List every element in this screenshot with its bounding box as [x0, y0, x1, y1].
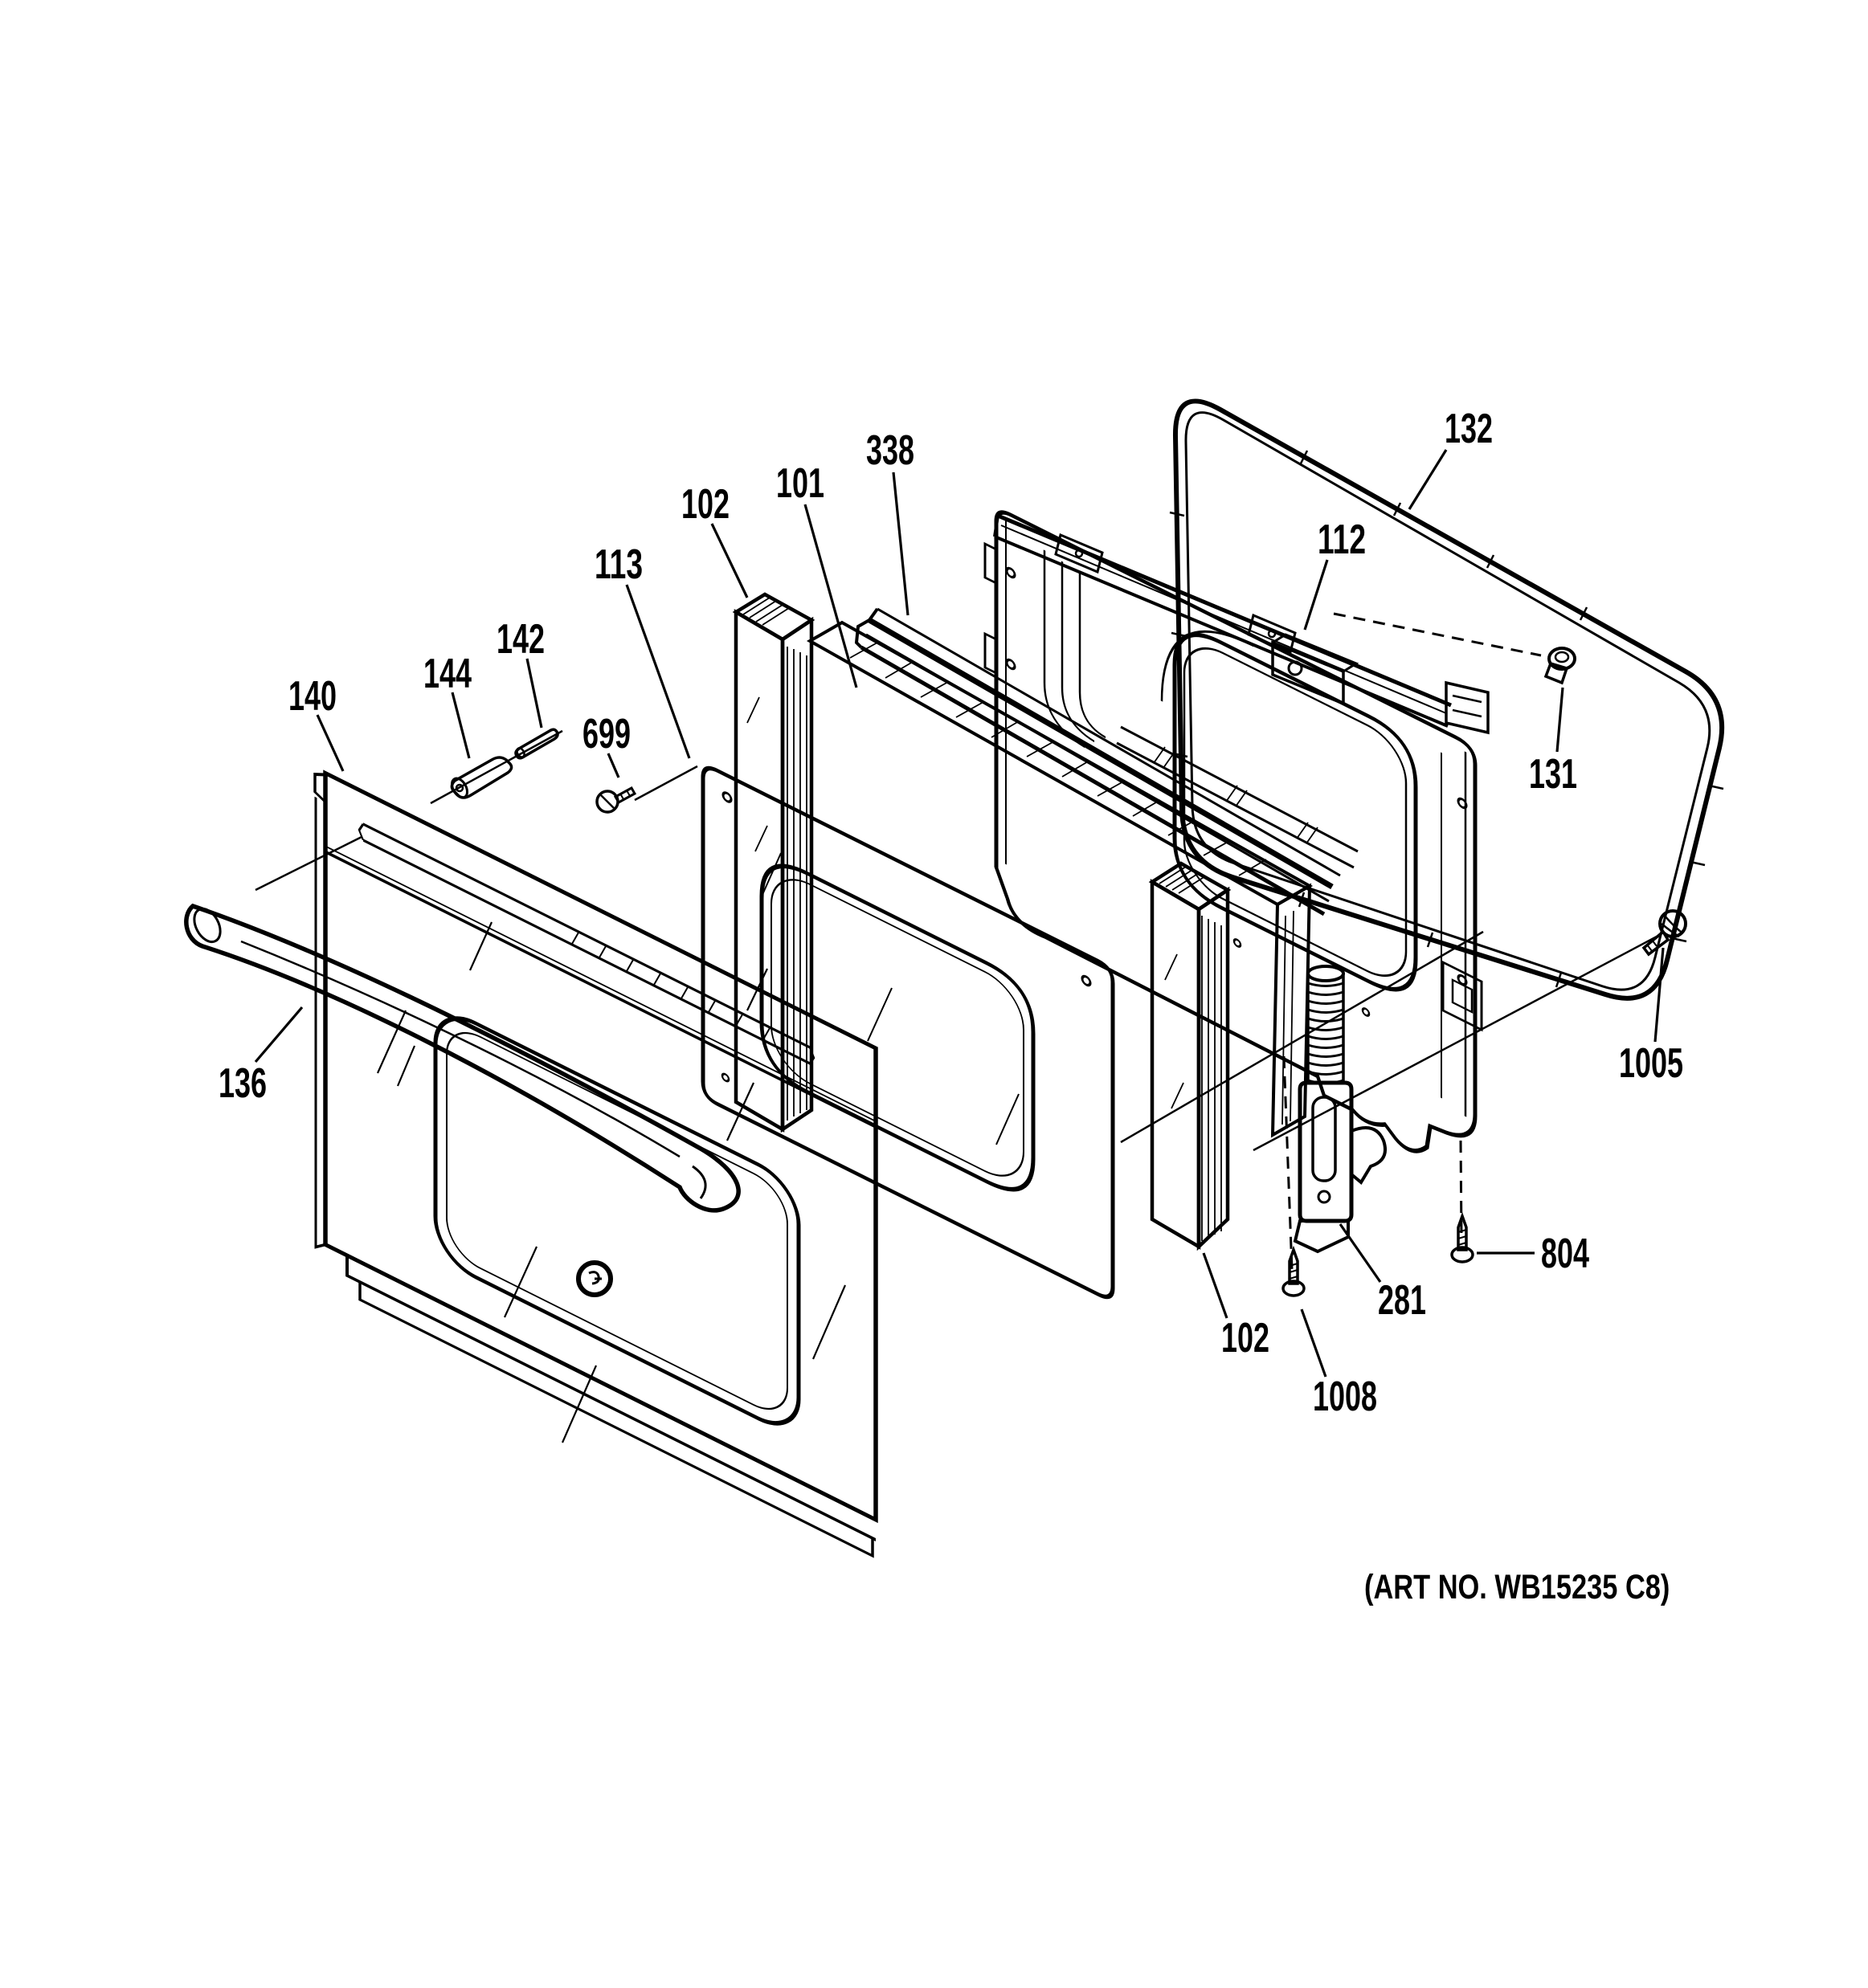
inner-glass-101: [806, 620, 1314, 1138]
callout-label-113-5: 113: [595, 541, 643, 588]
screw-804: [1450, 1140, 1474, 1263]
callout-leader-142-6: [525, 658, 543, 729]
callout-label-101-3: 101: [776, 460, 824, 507]
callout-leader-102-4: [710, 523, 749, 598]
screw-699: [595, 765, 698, 814]
callout-leader-1005-12: [1653, 947, 1665, 1043]
panel-113-shine: [761, 852, 1020, 1145]
door-glass-panel-113: [701, 765, 1115, 1300]
outer-door-140: [313, 769, 878, 1558]
door-glass-shine: [376, 921, 847, 1443]
callout-label-132-0: 132: [1445, 406, 1493, 452]
callout-label-1005-12: 1005: [1619, 1040, 1683, 1087]
callout-leader-113-5: [625, 584, 691, 759]
hinge-281: [1293, 965, 1387, 1254]
callout-label-1008-16: 1008: [1313, 1374, 1377, 1420]
liner-hinge-pocket: [1441, 960, 1483, 1032]
callout-leader-112-1: [1303, 559, 1329, 631]
callout-leader-102-15: [1202, 1252, 1228, 1319]
door-window-outline: [433, 1016, 801, 1426]
callout-leader-101-3: [803, 504, 858, 688]
callout-label-281-14: 281: [1378, 1277, 1426, 1324]
trim-slot: [358, 823, 815, 1065]
ge-logo: [576, 1260, 613, 1297]
callout-leader-140-8: [316, 714, 345, 772]
foam-block-102-right: [1148, 861, 1232, 1251]
seal-strip-338: [854, 607, 1341, 916]
callout-label-136-10: 136: [219, 1060, 267, 1107]
callout-leader-699-9: [607, 753, 620, 778]
liner-window-inner-line: [1183, 647, 1408, 978]
callout-label-102-4: 102: [681, 481, 730, 528]
callout-label-112-1: 112: [1318, 516, 1366, 563]
callout-layer: 132 112 338 101 102 113 142 144 140 699 136 131 1005…: [219, 406, 1683, 1420]
callout-leader-338-2: [892, 471, 909, 616]
hinge-foot: [1293, 1219, 1350, 1254]
liner-lower-flange: [1116, 725, 1359, 869]
callout-leader-144-7: [451, 692, 471, 759]
callout-leader-132-0: [1408, 449, 1448, 510]
callout-label-131-11: 131: [1529, 751, 1577, 798]
callout-label-804-13: 804: [1541, 1231, 1589, 1277]
callout-label-140-8: 140: [288, 673, 337, 720]
callout-label-142-6: 142: [497, 616, 545, 663]
roller-144: [450, 756, 513, 799]
art-number: (ART NO. WB15235 C8): [1364, 1568, 1670, 1606]
callout-label-102-15: 102: [1221, 1315, 1269, 1361]
callout-leader-281-14: [1339, 1223, 1382, 1283]
door-handle-136: [184, 903, 741, 1213]
hinge-assembly-line: [1120, 930, 1484, 1144]
callout-label-338-2: 338: [866, 427, 914, 474]
screw-1005: [1253, 909, 1687, 1152]
handle-mount-line: [255, 835, 362, 892]
screw-1008: [1281, 1055, 1306, 1297]
pin-142: [514, 728, 559, 760]
callout-label-699-9: 699: [582, 711, 631, 757]
hinge-spring: [1306, 965, 1345, 1084]
callout-leader-136-10: [254, 1006, 304, 1063]
liner-top-rail: [993, 513, 1490, 735]
roller-axis-line: [430, 729, 563, 805]
callout-label-144-7: 144: [423, 651, 472, 697]
hinge-latch: [1350, 1126, 1387, 1186]
door-liner-112: [983, 510, 1483, 1153]
foam-block-102-left: [732, 592, 815, 1133]
grommet-131: [1333, 612, 1576, 685]
callout-leader-131-11: [1555, 687, 1564, 753]
callout-leader-1008-16: [1300, 1308, 1327, 1378]
